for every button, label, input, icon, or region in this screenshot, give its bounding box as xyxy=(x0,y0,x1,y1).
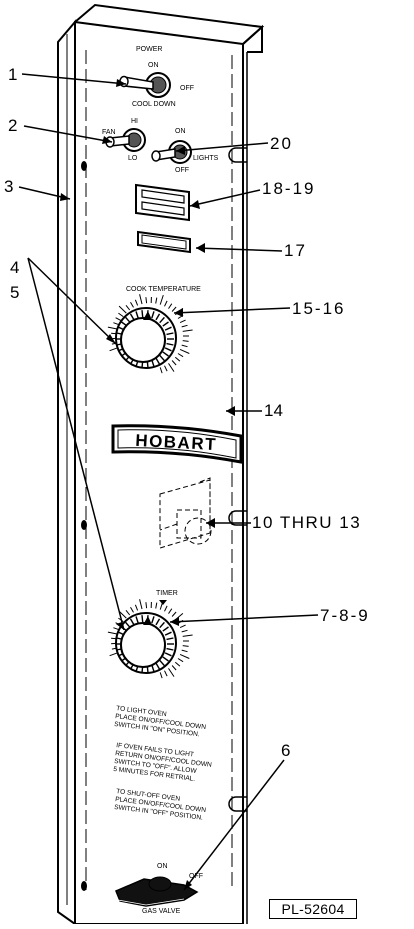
callout-15-16: 15-16 xyxy=(292,299,345,318)
callout-6: 6 xyxy=(281,741,290,760)
mounting-hole-bottom xyxy=(81,881,87,891)
control-panel xyxy=(58,5,262,924)
cook-temperature-label: COOK TEMPERATURE xyxy=(126,286,201,293)
power-cooldown-label: COOL DOWN xyxy=(132,101,176,108)
timer-label: TIMER xyxy=(156,590,178,597)
callout-17: 17 xyxy=(284,241,307,260)
power-on-label: ON xyxy=(148,62,159,69)
callout-20: 20 xyxy=(270,134,293,153)
fan-label: FAN xyxy=(102,129,116,136)
gas-valve-label: GAS VALVE xyxy=(142,908,181,915)
callout-2: 2 xyxy=(8,116,17,135)
callout-14: 14 xyxy=(264,401,283,420)
lights-on-label: ON xyxy=(175,128,186,135)
dial-tick xyxy=(146,297,147,303)
mounting-hole-middle xyxy=(81,520,87,530)
callout-1: 1 xyxy=(8,65,17,84)
lights-off-label: OFF xyxy=(175,167,189,174)
callout-5: 5 xyxy=(10,283,19,302)
gas-valve-knob xyxy=(149,877,171,891)
lights-label: LIGHTS xyxy=(193,155,219,162)
callout-10-thru-13: 10 THRU 13 xyxy=(252,513,361,532)
gas-valve-on-label: ON xyxy=(157,863,168,870)
mounting-hole-top xyxy=(81,161,87,171)
knob-rib xyxy=(142,615,143,622)
callout-18-19: 18-19 xyxy=(262,179,315,198)
fan-lo-label: LO xyxy=(128,155,138,162)
knob-rib xyxy=(142,310,143,317)
indicator-lights xyxy=(136,185,189,220)
callout-4: 4 xyxy=(10,258,19,277)
fan-hi-label: HI xyxy=(131,118,138,125)
dial-tick xyxy=(146,602,147,608)
callout-7-8-9: 7-8-9 xyxy=(320,606,370,625)
callout-3: 3 xyxy=(4,177,13,196)
part-list-code: PL-52604 xyxy=(269,899,357,919)
power-off-label: OFF xyxy=(180,85,194,92)
power-title: POWER xyxy=(136,46,162,53)
